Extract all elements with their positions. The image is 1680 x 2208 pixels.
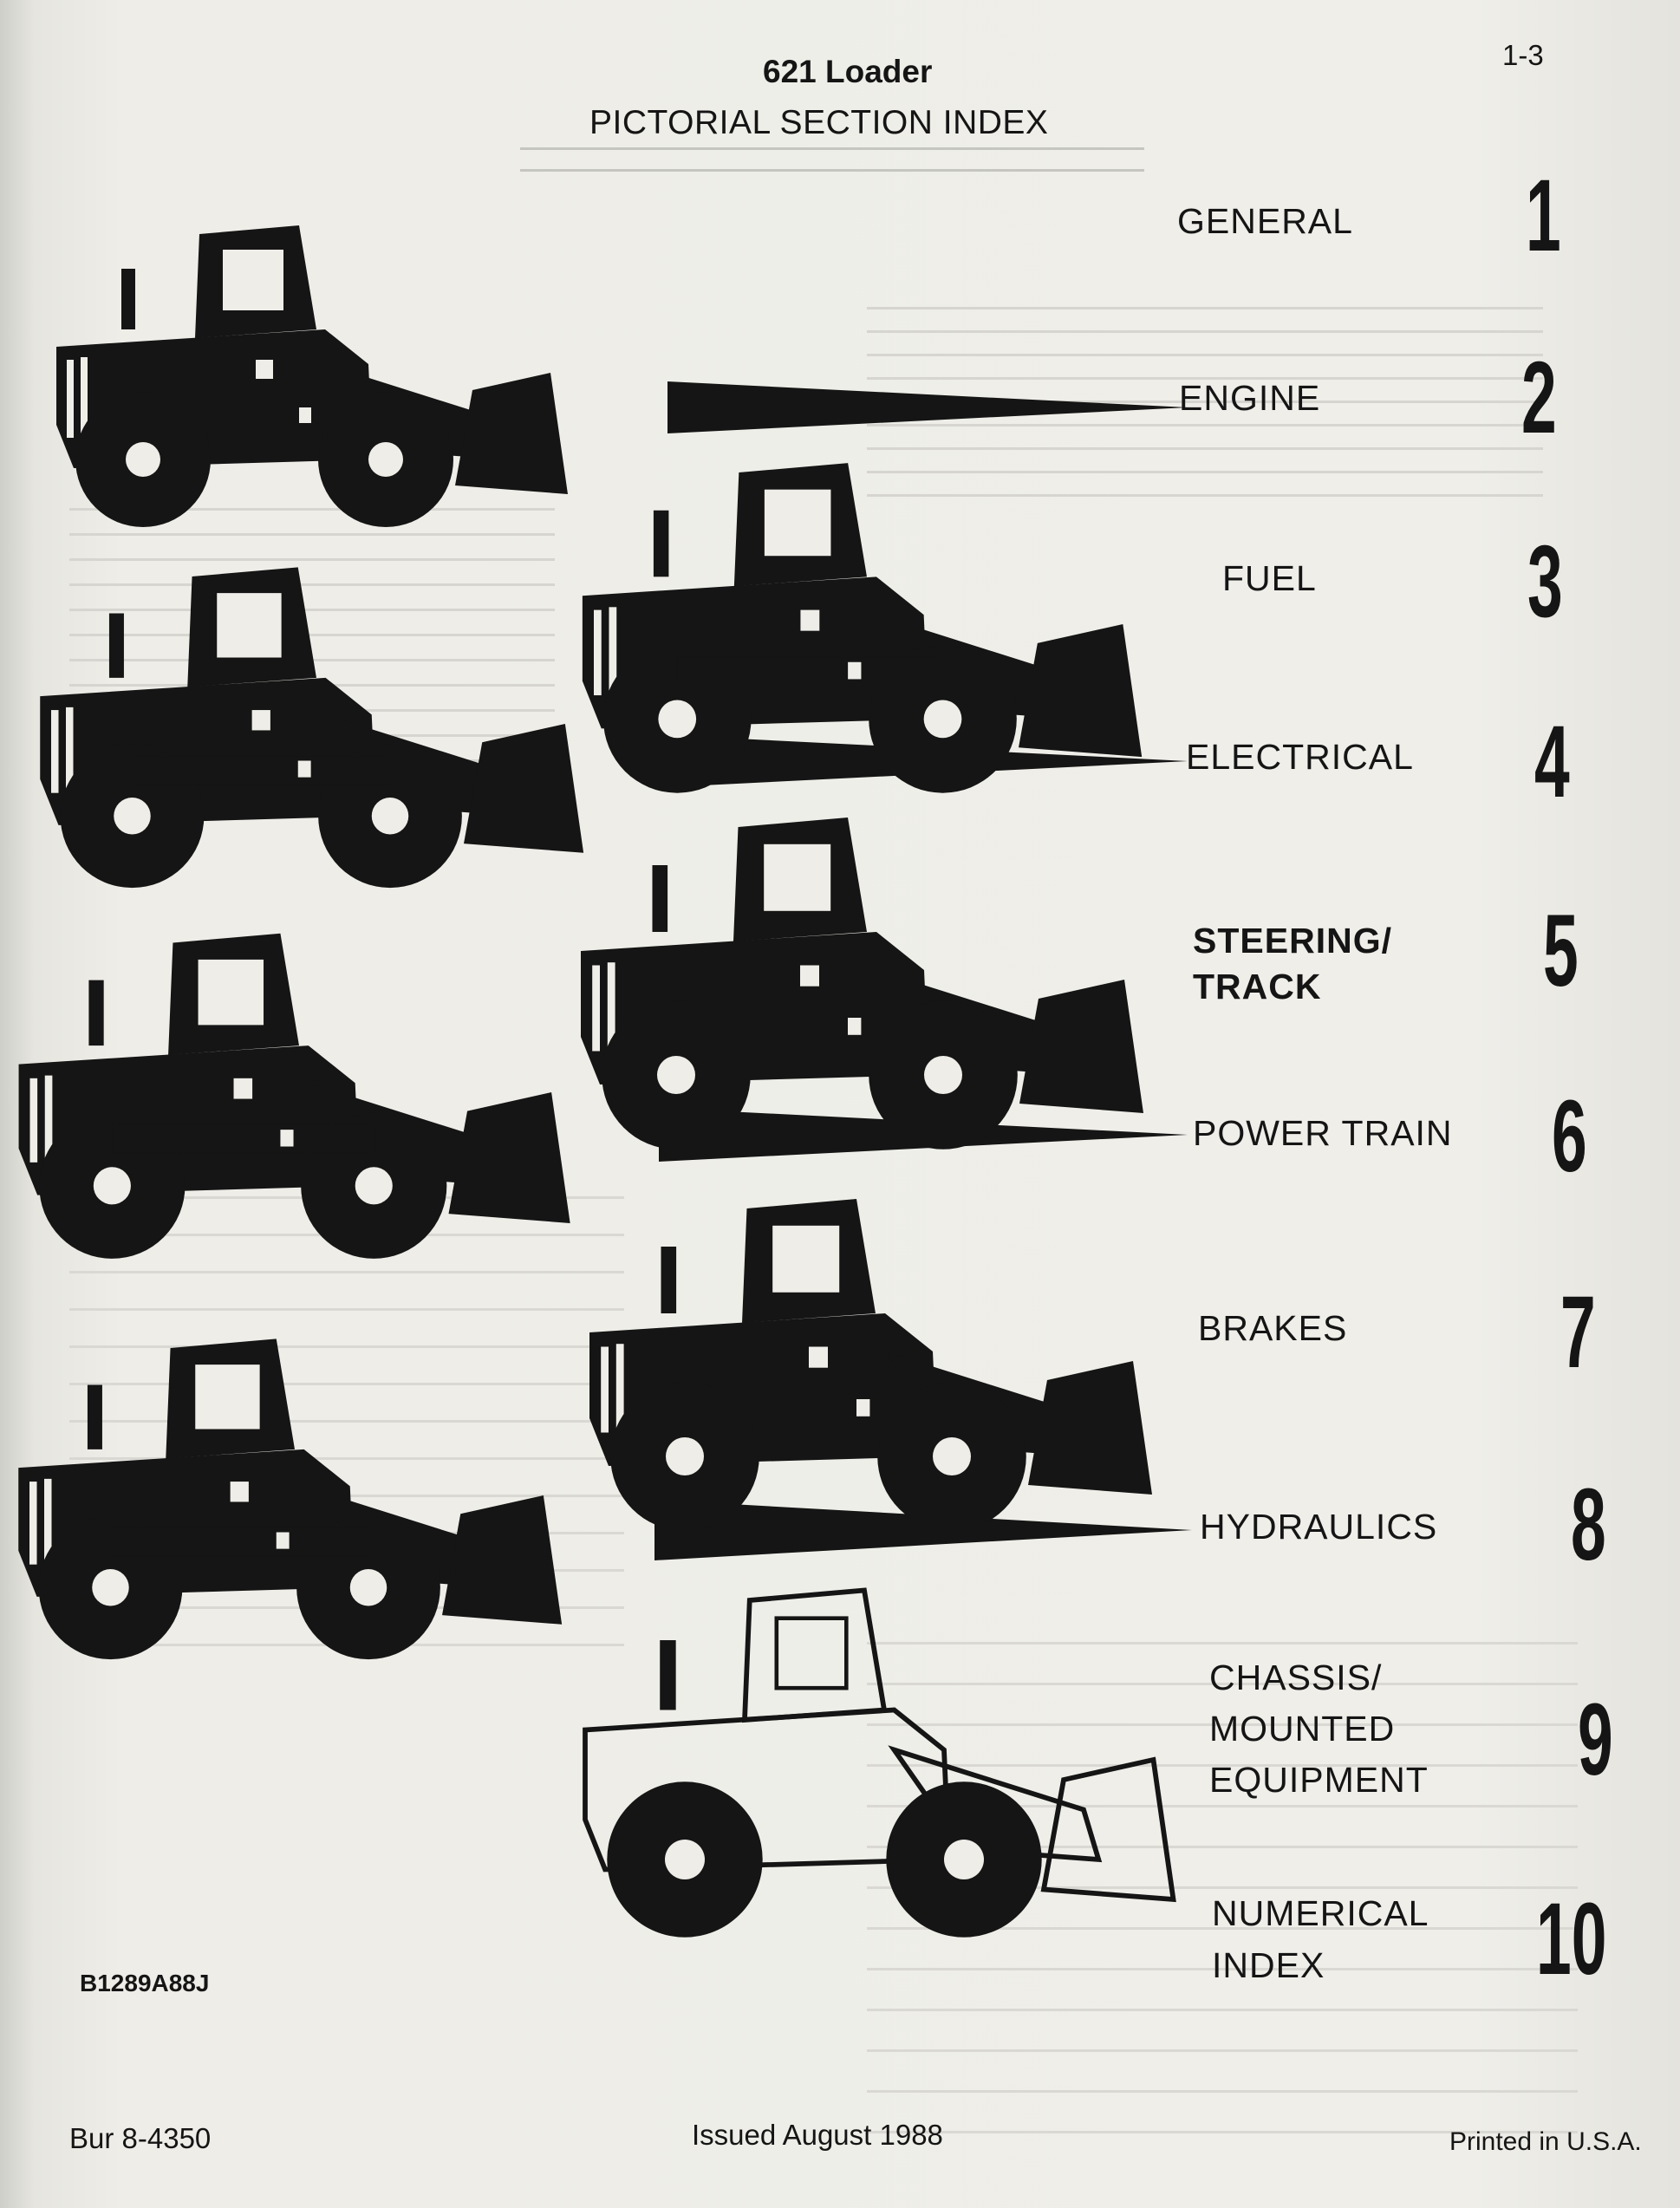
section-number: 1 — [1526, 159, 1561, 273]
section-number: 2 — [1521, 341, 1557, 455]
model-title: 621 Loader — [763, 54, 933, 89]
section-label-line: TRACK — [1193, 967, 1322, 1006]
section-label-line: NUMERICAL — [1212, 1893, 1429, 1933]
loader-silhouette-icon — [589, 1199, 1152, 1531]
loader-silhouette-icon — [581, 817, 1143, 1150]
loader-outline-icon — [555, 1560, 1214, 1959]
loader-silhouette-icon — [56, 225, 568, 527]
section-number: 7 — [1560, 1275, 1596, 1390]
section-number: 10 — [1536, 1882, 1607, 1996]
section-label-line: INDEX — [1212, 1945, 1325, 1985]
section-label-line: MOUNTED — [1209, 1709, 1396, 1749]
section-number: 6 — [1552, 1079, 1587, 1194]
section-label-line: CHASSIS/ — [1209, 1658, 1383, 1697]
section-label-fuel: FUEL — [1222, 558, 1317, 598]
index-title: PICTORIAL SECTION INDEX — [589, 104, 1049, 141]
page-number: 1-3 — [1502, 39, 1544, 71]
pointer-wedge-icon — [654, 1500, 1192, 1560]
loader-silhouette-icon — [18, 933, 570, 1259]
section-number: 5 — [1543, 894, 1579, 1008]
section-label-power-train: POWER TRAIN — [1193, 1113, 1453, 1153]
section-number: 4 — [1534, 705, 1570, 819]
section-label-line: STEERING/ — [1193, 921, 1392, 961]
section-label-brakes: BRAKES — [1198, 1308, 1348, 1348]
loader-silhouette-icon — [582, 463, 1143, 793]
section-number: 9 — [1578, 1683, 1613, 1797]
pointer-wedge-icon — [667, 381, 1188, 433]
section-label-line: EQUIPMENT — [1209, 1760, 1429, 1800]
section-number: 8 — [1571, 1468, 1606, 1582]
illustration-code: B1289A88J — [80, 1970, 210, 1996]
footer-printed-in: Printed in U.S.A. — [1449, 2127, 1642, 2156]
section-label-engine: ENGINE — [1179, 378, 1321, 418]
section-label-hydraulics: HYDRAULICS — [1200, 1507, 1438, 1547]
loader-silhouette-icon — [18, 1338, 563, 1660]
footer-issue-date: Issued August 1988 — [692, 2119, 943, 2151]
section-label-general: GENERAL — [1177, 201, 1353, 241]
section-label-electrical: ELECTRICAL — [1186, 737, 1414, 777]
loader-silhouette-icon — [40, 567, 584, 889]
section-number: 3 — [1527, 524, 1563, 639]
footer-document-number: Bur 8-4350 — [69, 2122, 212, 2154]
